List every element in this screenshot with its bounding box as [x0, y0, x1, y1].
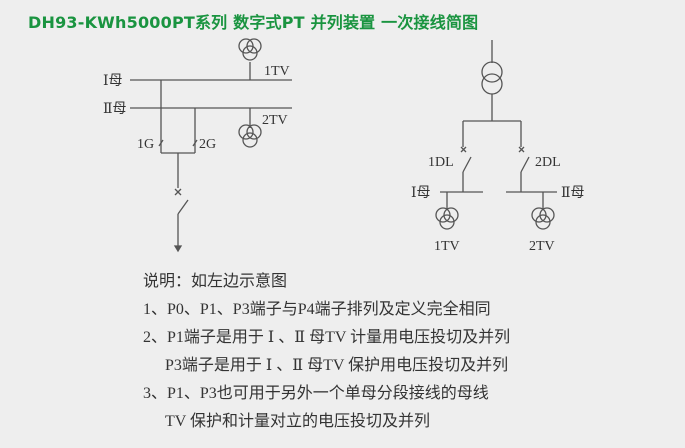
tv1-label: 1TV — [264, 64, 290, 79]
breaker-2dl-label: 2DL — [535, 155, 561, 170]
diagram-title: DH93-KWh5000PT系列 数字式PT 并列装置 一次接线简图 — [28, 13, 479, 32]
right-bus-1-label: Ⅰ母 — [411, 186, 431, 201]
switch-2g-icon — [192, 139, 198, 147]
bus-2-label: Ⅱ母 — [103, 102, 127, 117]
right-tv1-label: 1TV — [434, 239, 460, 254]
breaker-x-icon — [174, 188, 182, 196]
note-item: P3端子是用于 Ⅰ 、Ⅱ 母TV 保护用电压投切及并列 — [165, 357, 509, 374]
note-item: 1、P0、P1、P3端子与P4端子排列及定义完全相同 — [143, 301, 491, 318]
disconnect-switch-icon — [177, 199, 189, 215]
bus-1-label: Ⅰ母 — [103, 74, 123, 89]
breaker-2dl-x-icon — [518, 146, 525, 153]
switch-2g-label: 2G — [199, 137, 216, 152]
note-item: TV 保护和计量对立的电压投切及并列 — [165, 413, 431, 430]
breaker-1dl-label: 1DL — [428, 155, 454, 170]
breaker-1dl-icon — [462, 156, 472, 173]
right-tv1-transformer-icon — [435, 207, 459, 230]
note-item: 3、P1、P3也可用于另外一个单母分段接线的母线 — [143, 385, 489, 402]
arrow-down-icon — [173, 245, 183, 253]
note-item: 2、P1端子是用于 Ⅰ 、Ⅱ 母TV 计量用电压投切及并列 — [143, 329, 511, 346]
right-tv2-label: 2TV — [529, 239, 555, 254]
switch-1g-icon — [158, 139, 164, 147]
right-bus-2-label: Ⅱ母 — [561, 186, 585, 201]
main-transformer-icon — [481, 61, 503, 95]
breaker-2dl-icon — [520, 156, 530, 173]
right-tv2-transformer-icon — [531, 207, 555, 230]
switch-1g-label: 1G — [137, 137, 154, 152]
tv1-transformer-icon — [238, 38, 262, 61]
tv2-label: 2TV — [262, 113, 288, 128]
tv2-transformer-icon — [238, 124, 262, 148]
breaker-1dl-x-icon — [460, 146, 467, 153]
notes-heading: 说明：如左边示意图 — [143, 273, 288, 290]
notes-section: 说明：如左边示意图 1、P0、P1、P3端子与P4端子排列及定义完全相同 2、P… — [143, 268, 510, 436]
